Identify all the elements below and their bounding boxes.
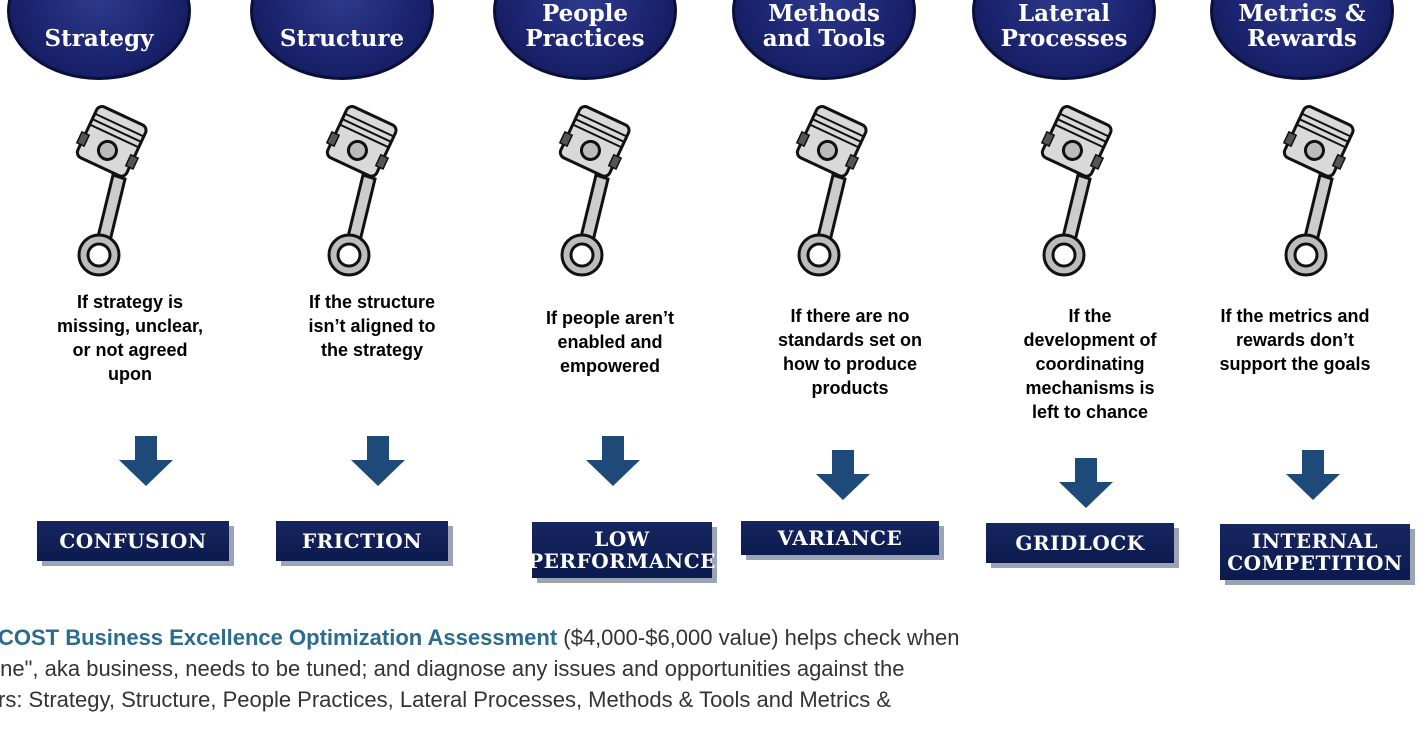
column-title: Strategy [44,25,154,52]
assessment-paragraph: COST Business Excellence Optimization As… [0,622,1420,715]
column-description: If there are no standards set on how to … [777,306,923,398]
oval-structure: Structure [250,0,434,80]
column-title: Structure [279,25,405,52]
piston-icon [70,105,154,277]
down-arrow-icon [351,436,405,486]
oval-strategy: Strategy [7,0,191,80]
down-arrow-icon [1059,458,1113,508]
result-box: GRIDLOCK [986,523,1174,563]
result-box: LOW PERFORMANCE [528,522,715,578]
oval-metrics-and-rewards: Metrics & Rewards [1210,0,1394,80]
piston-icon [1277,105,1361,277]
down-arrow-icon [1286,450,1340,500]
oval-people-practices: People Practices [493,0,677,80]
paragraph-line: COST Business Excellence Optimization As… [0,622,1420,653]
oval-methods-and-tools: Methods and Tools [732,0,916,80]
down-arrow-icon [586,436,640,486]
piston-icon [553,105,637,277]
column-title: Lateral Processes [1000,0,1128,52]
result-box: CONFUSION [37,521,229,561]
assessment-title: COST Business Excellence Optimization As… [0,625,558,650]
down-arrow-icon [816,450,870,500]
result-box: FRICTION [276,521,448,561]
column-description: If strategy is missing, unclear, or not … [56,292,204,384]
assessment-value: ($4,000-$6,000 value) helps check when [557,625,960,650]
column-description: If the development of coordinating mecha… [1023,306,1157,422]
down-arrow-icon [119,436,173,486]
column-title: Methods and Tools [762,0,886,52]
piston-icon [320,105,404,277]
piston-icon [790,105,874,277]
oval-lateral-processes: Lateral Processes [972,0,1156,80]
piston-icon [1035,105,1119,277]
result-box: VARIANCE [741,521,939,555]
result-box: INTERNAL COMPETITION [1220,524,1410,580]
column-title: People Practices [525,0,645,52]
column-description: If the structure isn’t aligned to the st… [308,292,436,360]
column-description: If the metrics and rewards don’t support… [1219,306,1371,374]
column-description: If people aren’t enabled and empowered [545,308,675,376]
paragraph-line: llars: Strategy, Structure, People Pract… [0,687,892,712]
paragraph-line: gine", aka business, needs to be tuned; … [0,656,905,681]
column-title: Metrics & Rewards [1238,0,1366,52]
